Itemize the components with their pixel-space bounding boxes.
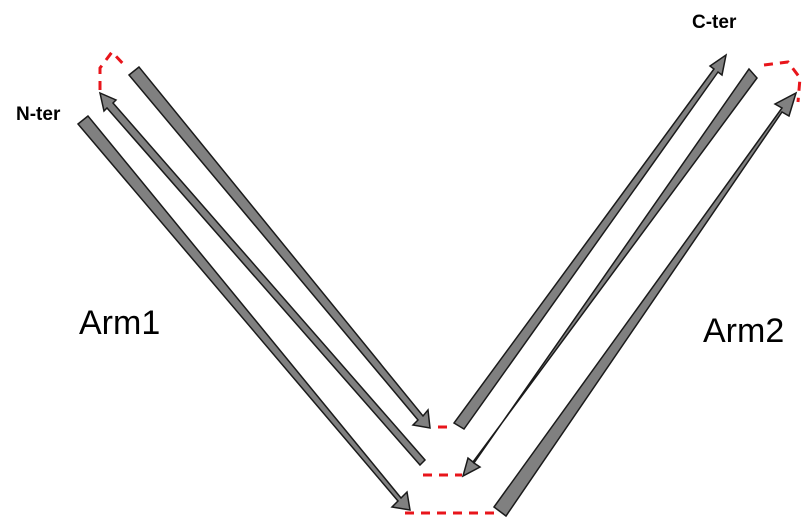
arm1-strand-1: [76, 114, 411, 511]
arm2-strand-1: [452, 53, 728, 431]
arm1-strand-2: [98, 91, 427, 467]
arm1-strand-3: [127, 65, 431, 429]
loop-top-arm2: [763, 60, 802, 103]
n-terminus-label: N-ter: [16, 104, 61, 125]
arm1-label: Arm1: [79, 304, 161, 342]
arm2-strand-3: [492, 91, 798, 518]
arm2-label: Arm2: [703, 312, 785, 350]
loop-top-arm1: [98, 49, 129, 90]
arm2-strand-2: [461, 67, 758, 478]
c-terminus-label: C-ter: [692, 12, 737, 33]
